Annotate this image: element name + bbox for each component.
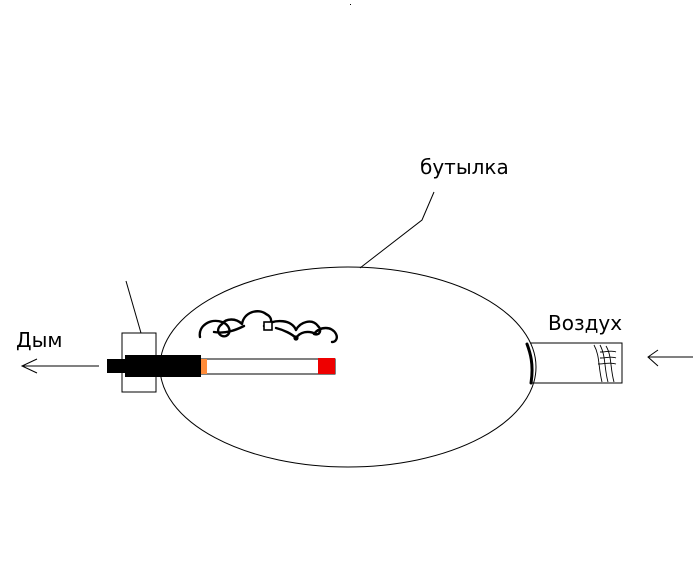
stray-dot — [350, 4, 351, 5]
stopper-pointer-line — [125, 280, 142, 334]
smoke-scribble-dot — [293, 335, 299, 341]
smoke-scribble-square — [263, 321, 273, 331]
cigarette-holder-upper — [125, 355, 201, 377]
bottle-label: бутылка — [420, 155, 509, 179]
smoke-label: Дым — [16, 328, 63, 352]
smoke-arrow-head — [20, 358, 38, 374]
cigarette-body — [200, 358, 336, 375]
inlet-filter-hatching — [593, 344, 617, 383]
air-arrow-head — [647, 349, 659, 367]
air-label: Воздух — [548, 311, 623, 335]
filter-band — [201, 359, 207, 374]
inlet-seal — [525, 342, 534, 385]
air-inlet-tube — [530, 342, 623, 384]
bottle-leader-line — [359, 191, 435, 269]
cigarette-burning-tip — [318, 358, 335, 374]
